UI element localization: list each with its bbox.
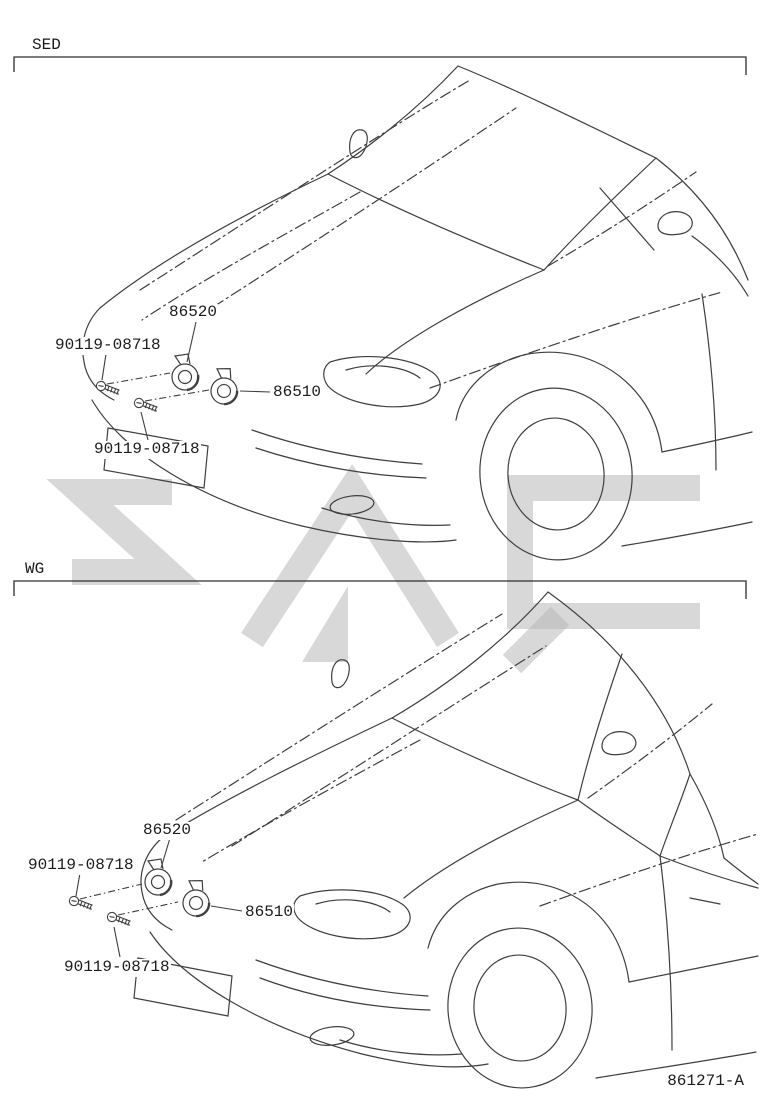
part-label-bolt-upper-wg: 90119-08718 [27, 856, 135, 875]
horn-icon-86510-wg [180, 877, 214, 919]
wg-car-drawing [133, 591, 759, 1089]
section-label-wg: WG [25, 560, 45, 578]
antenna-outline [349, 129, 368, 159]
part-label-horn-high-wg: 86520 [142, 821, 193, 840]
bolt-icon-upper-wg [67, 895, 95, 911]
sed-car-drawing [82, 65, 753, 561]
fog-light-outline [309, 1026, 355, 1046]
mirror-outline [601, 731, 637, 756]
leader-lines-wg [75, 837, 243, 958]
leader-lines-sed [101, 321, 271, 441]
section-label-sed: SED [32, 36, 61, 54]
headlight-outline [293, 889, 411, 940]
horn-icon-86520-sed [170, 352, 200, 392]
part-label-bolt-lower-wg: 90119-08718 [63, 958, 171, 977]
mirror-outline [657, 211, 693, 236]
figure-number: 861271-A [667, 1072, 744, 1090]
horn-icon-86520-wg [143, 857, 173, 897]
bolt-icon-upper-sed [94, 380, 122, 396]
door-handle [689, 897, 721, 905]
headlight-outline [323, 355, 441, 408]
front-wheel-outline [479, 387, 633, 561]
part-label-bolt-lower-sed: 90119-08718 [93, 440, 201, 459]
section-rule-wg [13, 580, 747, 599]
antenna-outline [331, 659, 350, 689]
part-label-horn-low-wg: 86510 [244, 903, 295, 922]
front-wheel-outline [447, 927, 593, 1089]
section-rule-sed [13, 56, 747, 75]
bolt-icon-lower-sed [132, 397, 160, 413]
horn-icon-86510-sed [208, 365, 242, 407]
part-label-bolt-upper-sed: 90119-08718 [54, 336, 162, 355]
watermark-logo-icon [46, 464, 700, 674]
bolt-icon-lower-wg [105, 911, 133, 927]
license-plate-outline [133, 957, 233, 1017]
part-label-horn-low-sed: 86510 [272, 383, 323, 402]
fog-light-outline [329, 495, 375, 515]
part-label-horn-high-sed: 86520 [168, 303, 219, 322]
